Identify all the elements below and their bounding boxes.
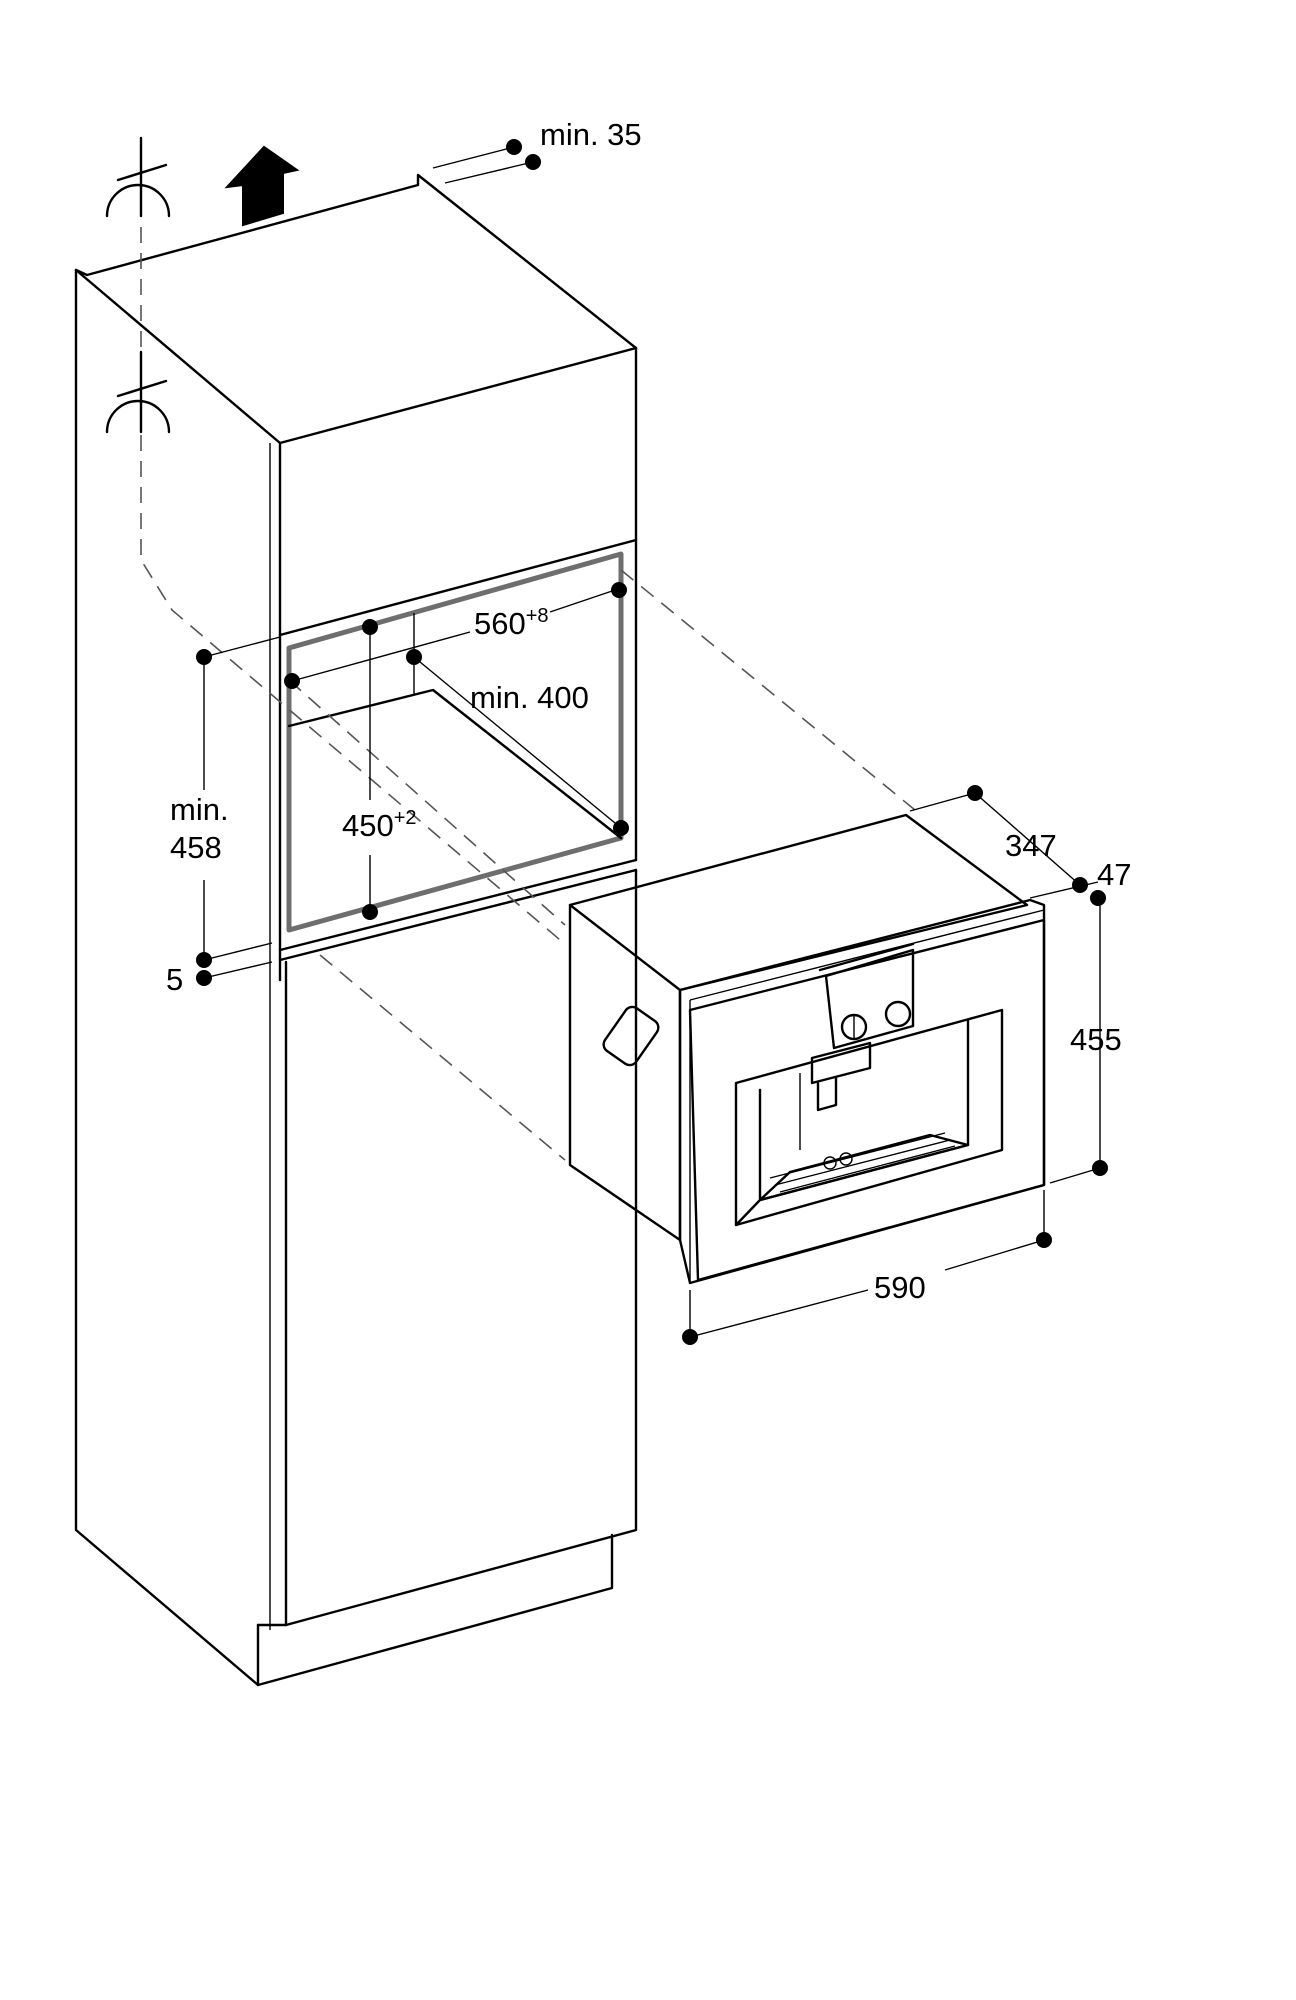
plinth bbox=[256, 1533, 614, 1687]
machine-top bbox=[568, 813, 1029, 992]
dim-point bbox=[1092, 1160, 1108, 1176]
dim-line-niche-depth bbox=[413, 656, 622, 829]
coffee-spout bbox=[810, 1041, 872, 1085]
niche-back-wall bbox=[287, 688, 623, 840]
dim-point bbox=[196, 649, 212, 665]
dim-point bbox=[196, 952, 212, 968]
niche-outline bbox=[286, 551, 624, 933]
label-niche-height: 450+2 bbox=[342, 807, 417, 843]
label-front-depth: 47 bbox=[1097, 857, 1131, 892]
dim-point bbox=[284, 673, 300, 689]
tray-dot bbox=[823, 1156, 837, 1170]
shelf-front-edge bbox=[278, 858, 638, 952]
dim-line-machine-width bbox=[689, 1239, 1045, 1338]
projection-line-top bbox=[620, 569, 916, 811]
dim-tick bbox=[1049, 1167, 1101, 1184]
dim-point bbox=[1072, 877, 1088, 893]
coffee-machine bbox=[568, 813, 1046, 1285]
ventilation-arrow-icon bbox=[224, 145, 300, 227]
dim-tick bbox=[203, 961, 273, 979]
dimension-lines bbox=[203, 146, 1101, 1338]
dim-point bbox=[613, 820, 629, 836]
projection-line-mid bbox=[288, 679, 566, 926]
shelf-front-edge-lower bbox=[278, 868, 638, 962]
lower-door bbox=[284, 868, 638, 1627]
dim-tick bbox=[203, 942, 273, 961]
dim-tick bbox=[203, 636, 281, 658]
dim-point bbox=[525, 154, 541, 170]
dim-extension bbox=[689, 1190, 1045, 1337]
dim-point bbox=[506, 139, 522, 155]
control-panel bbox=[824, 948, 915, 1050]
drip-tray-grille bbox=[769, 1132, 956, 1193]
machine-front-panel bbox=[688, 918, 1046, 1282]
dim-point bbox=[1090, 890, 1106, 906]
label-niche-depth: min. 400 bbox=[470, 680, 589, 715]
tall-cabinet bbox=[74, 173, 638, 1687]
projection-lines bbox=[140, 175, 916, 1161]
dispenser-recess bbox=[734, 1008, 1004, 1227]
dimension-labels: min. 35 560+8 min. 400 450+2 min. 458 5 … bbox=[166, 117, 1131, 1305]
upper-front-strip bbox=[278, 346, 638, 637]
spout-nozzle bbox=[816, 1076, 838, 1112]
label-machine-width: 590 bbox=[874, 1270, 926, 1305]
dim-line-niche-width bbox=[291, 587, 622, 682]
bezel-top-line bbox=[689, 909, 1045, 1001]
dimension-points bbox=[196, 139, 1108, 1345]
cabinet-top bbox=[74, 173, 638, 445]
machine-side bbox=[568, 903, 682, 1242]
control-panel-top bbox=[818, 942, 915, 972]
label-machine-depth: 347 bbox=[1005, 828, 1057, 863]
niche bbox=[286, 551, 624, 933]
dim-line-top-gap-b bbox=[444, 161, 534, 184]
dim-point bbox=[406, 649, 422, 665]
label-niche-width: 560+8 bbox=[474, 605, 549, 641]
dim-point bbox=[682, 1329, 698, 1345]
projection-line-bottom bbox=[319, 954, 566, 1161]
dim-point bbox=[362, 904, 378, 920]
label-cabinet-height-line2: 458 bbox=[170, 830, 222, 865]
knob-right-icon bbox=[884, 1000, 912, 1028]
side-handle bbox=[602, 1005, 660, 1067]
drip-tray bbox=[758, 1133, 970, 1202]
dim-point bbox=[967, 785, 983, 801]
power-socket-icon bbox=[105, 136, 171, 434]
label-top-gap: min. 35 bbox=[540, 117, 642, 152]
label-bottom-gap: 5 bbox=[166, 962, 183, 997]
dim-point bbox=[362, 619, 378, 635]
dim-point bbox=[196, 970, 212, 986]
dispenser-inner-corner bbox=[734, 1198, 762, 1227]
label-cabinet-height-line1: min. bbox=[170, 792, 229, 827]
dim-line-top-gap-a bbox=[432, 146, 515, 169]
dim-point bbox=[611, 582, 627, 598]
cabinet-side-panel bbox=[74, 268, 260, 1687]
label-machine-height: 455 bbox=[1070, 1022, 1122, 1057]
dim-point bbox=[1036, 1232, 1052, 1248]
tray-dot bbox=[839, 1152, 853, 1166]
